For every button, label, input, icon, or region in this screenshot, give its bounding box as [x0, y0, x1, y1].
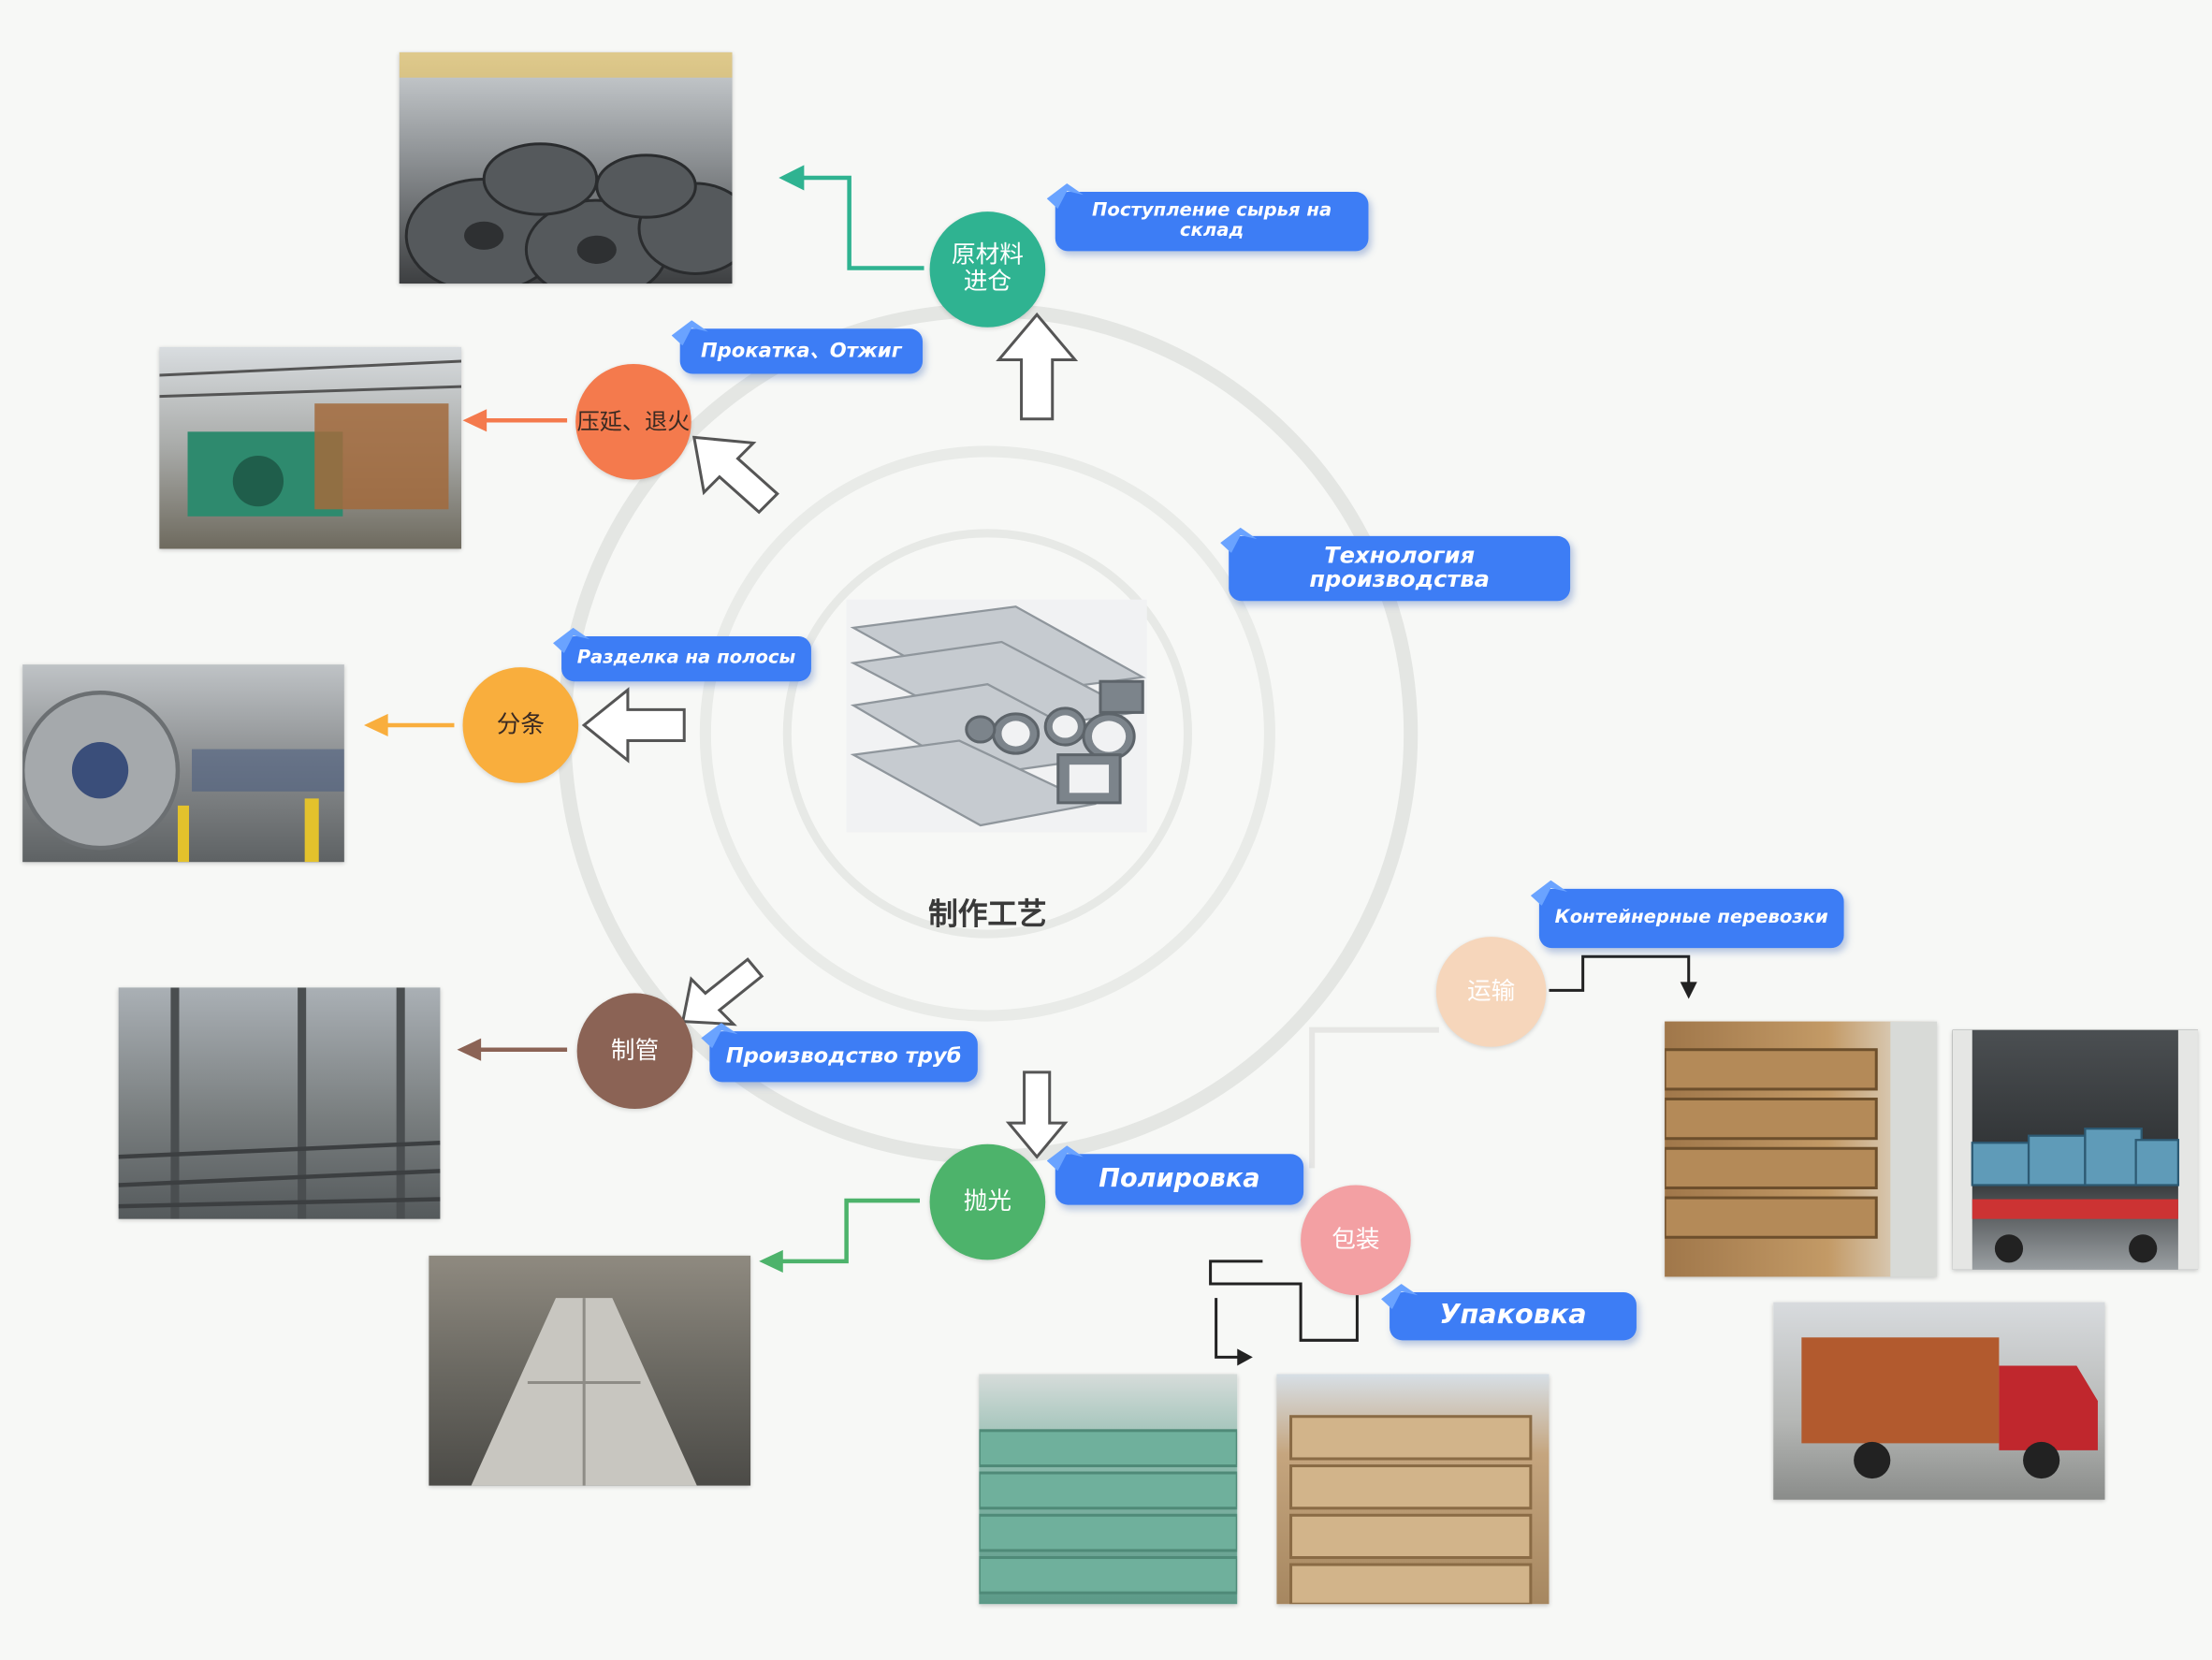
slitting-machine-photo-icon: [22, 691, 344, 863]
node-slitting-text: 分条: [496, 710, 545, 739]
node-raw-material-text: 原材料进仓: [951, 241, 1024, 297]
pack-connector-a: [1209, 1260, 1359, 1342]
node-pipe: 制管: [576, 993, 693, 1110]
container-loading-photo-icon: [1665, 1021, 1938, 1277]
node-rolling: 压延、退火: [575, 363, 691, 480]
pipe-workshop-photo-icon: [118, 987, 441, 1219]
rolling-mill-photo-icon: [159, 359, 462, 517]
label-ship-text: Контейнерные перевозки: [1554, 907, 1828, 929]
label-pack-text: Упаковка: [1439, 1299, 1587, 1331]
label-ship: Контейнерные перевозки: [1530, 880, 1844, 949]
label-pipe-text: Производство труб: [725, 1042, 962, 1069]
label-slitting-text: Разделка на полосы: [576, 648, 796, 669]
label-rolling-text: Прокатка、Отжиг: [700, 339, 902, 362]
node-polish-text: 抛光: [963, 1187, 1012, 1216]
photo-icon: [1665, 1021, 1938, 1277]
photo-icon: [429, 1255, 751, 1486]
photo-icon: [979, 1374, 1238, 1605]
label-polish-text: Полировка: [1099, 1163, 1260, 1193]
label-pack: Упаковка: [1381, 1284, 1637, 1341]
hollow-arrow-icon: [581, 687, 686, 764]
center-title: 制作工艺: [928, 896, 1047, 932]
node-ship: 运输: [1435, 937, 1547, 1047]
pack-arrowhead: [1237, 1348, 1253, 1366]
brown-arrowhead: [457, 1038, 482, 1061]
hollow-arrow-icon: [680, 957, 764, 1027]
orange-arrowhead: [462, 409, 488, 432]
node-rolling-text: 压延、退火: [576, 408, 691, 435]
label-raw-material-text: Поступление сырья на склад: [1092, 200, 1332, 241]
truck-transport-photo-icon: [1801, 1337, 2098, 1479]
photo-icon: [399, 51, 733, 284]
green-connector: [779, 1198, 921, 1264]
node-raw-material: 原材料进仓: [929, 211, 1046, 328]
ship-link: [1309, 1027, 1439, 1169]
ship-arrowhead: [1680, 982, 1697, 999]
photo-icon: [1276, 1374, 1550, 1605]
node-ship-text: 运输: [1467, 977, 1516, 1006]
photo-icon: [118, 987, 441, 1219]
pack-connector-b: [1215, 1298, 1242, 1359]
polishing-line-photo-icon: [471, 1298, 697, 1486]
coils-photo-icon: [399, 51, 733, 284]
yellow-arrowhead: [363, 713, 388, 737]
teal-connector: [796, 175, 924, 270]
ship-connector: [1549, 954, 1691, 992]
node-pack-text: 包装: [1332, 1225, 1380, 1254]
center-tubes-photo: [846, 599, 1147, 833]
ring-middle: [699, 445, 1275, 1022]
container-truck-photo-icon: [1952, 1029, 2198, 1270]
wrapped-profiles-photo-icon: [979, 1429, 1238, 1594]
photo-icon: [159, 346, 462, 549]
label-technology-text: Технология производства: [1309, 542, 1490, 593]
label-pipe: Производство труб: [701, 1023, 978, 1083]
wooden-crates-photo-icon: [1289, 1415, 1533, 1605]
node-polish: 抛光: [929, 1143, 1046, 1260]
green-arrowhead: [759, 1249, 783, 1273]
node-slitting: 分条: [462, 667, 579, 783]
node-pipe-text: 制管: [610, 1036, 660, 1065]
photo-icon: [1773, 1302, 2105, 1500]
label-rolling: Прокатка、Отжиг: [671, 320, 924, 374]
tubes-illustration-icon: [850, 605, 1146, 827]
label-technology: Технология производства: [1220, 527, 1571, 602]
label-polish: Полировка: [1046, 1145, 1304, 1205]
ring-inner: [782, 529, 1193, 939]
node-pack: 包装: [1301, 1185, 1411, 1296]
photo-icon: [22, 664, 344, 863]
hollow-arrow-icon: [1005, 1070, 1069, 1159]
hollow-arrow-icon: [996, 312, 1079, 421]
photo-icon: [1952, 1029, 2198, 1270]
label-raw-material: Поступление сырья на склад: [1046, 183, 1369, 252]
hollow-arrow-icon: [691, 435, 779, 515]
teal-arrowhead: [779, 165, 805, 191]
label-slitting: Разделка на полосы: [553, 627, 811, 682]
